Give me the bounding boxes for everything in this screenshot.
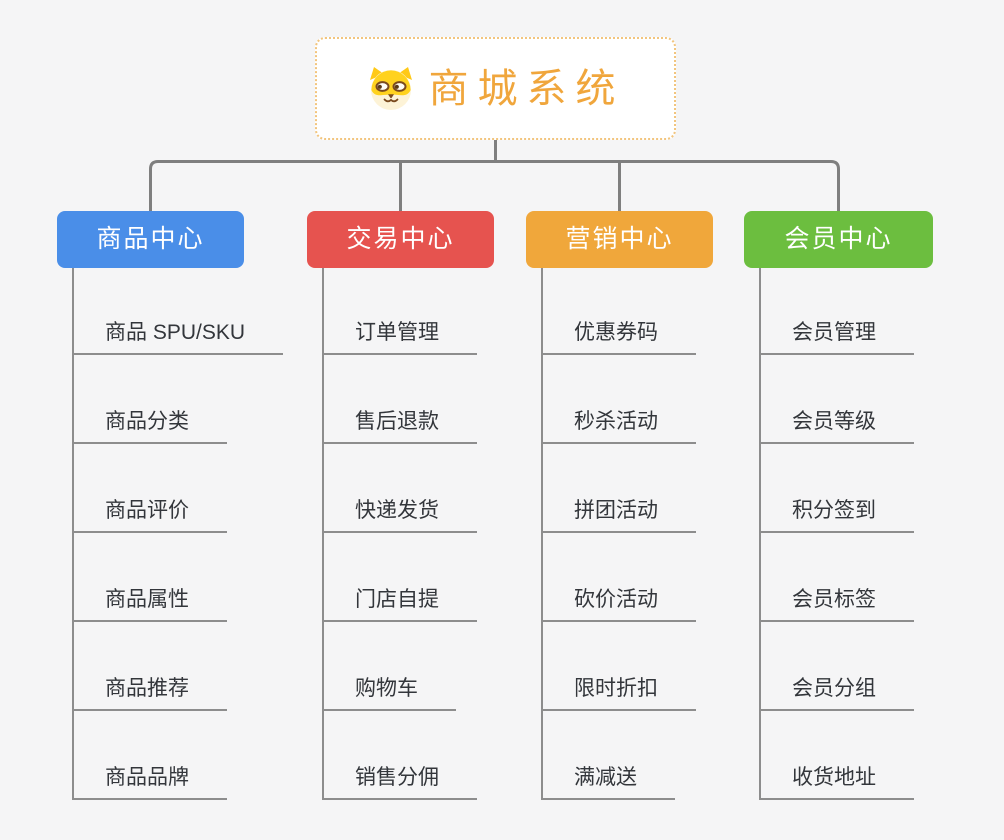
branch-header[interactable]: 会员中心 [744,211,933,268]
leaf-label[interactable]: 拼团活动 [543,498,696,533]
branch-product-center: 商品中心 商品 SPU/SKU 商品分类 商品评价 商品属性 商品推荐 商品品牌 [57,211,284,800]
leaf-label[interactable]: 会员管理 [761,320,914,355]
leaf-label[interactable]: 积分签到 [761,498,914,533]
branch-items: 商品 SPU/SKU 商品分类 商品评价 商品属性 商品推荐 商品品牌 [72,268,284,800]
leaf-row: 积分签到 [761,444,933,533]
leaf-row: 会员管理 [761,268,933,355]
leaf-row: 收货地址 [761,711,933,800]
dog-face-icon [367,66,415,111]
branch-header[interactable]: 商品中心 [57,211,244,268]
leaf-row: 限时折扣 [543,622,713,711]
leaf-row: 拼团活动 [543,444,713,533]
leaf-label[interactable]: 优惠券码 [543,320,696,355]
leaf-row: 售后退款 [324,355,494,444]
leaf-label[interactable]: 销售分佣 [324,765,477,800]
leaf-label[interactable]: 商品品牌 [74,765,227,800]
leaf-label[interactable]: 满减送 [543,765,675,800]
leaf-label[interactable]: 会员等级 [761,409,914,444]
leaf-label[interactable]: 订单管理 [324,320,477,355]
leaf-row: 会员标签 [761,533,933,622]
leaf-label[interactable]: 商品分类 [74,409,227,444]
branch-member-center: 会员中心 会员管理 会员等级 积分签到 会员标签 会员分组 收货地址 [744,211,933,800]
leaf-label[interactable]: 商品属性 [74,587,227,622]
leaf-label[interactable]: 快递发货 [324,498,477,533]
branch-marketing-center: 营销中心 优惠券码 秒杀活动 拼团活动 砍价活动 限时折扣 满减送 [526,211,713,800]
leaf-row: 优惠券码 [543,268,713,355]
leaf-row: 会员分组 [761,622,933,711]
leaf-label[interactable]: 会员分组 [761,676,914,711]
root-node[interactable]: 商城系统 [315,37,676,140]
leaf-row: 秒杀活动 [543,355,713,444]
leaf-label[interactable]: 售后退款 [324,409,477,444]
leaf-row: 商品属性 [74,533,244,622]
leaf-row: 门店自提 [324,533,494,622]
leaf-row: 商品 SPU/SKU [74,268,284,355]
leaf-row: 订单管理 [324,268,494,355]
branch-trade-center: 交易中心 订单管理 售后退款 快递发货 门店自提 购物车 销售分佣 [307,211,494,800]
leaf-label[interactable]: 商品 SPU/SKU [74,320,284,355]
branch-header[interactable]: 交易中心 [307,211,494,268]
branch-items: 优惠券码 秒杀活动 拼团活动 砍价活动 限时折扣 满减送 [541,268,713,800]
leaf-label[interactable]: 收货地址 [761,765,914,800]
leaf-label[interactable]: 会员标签 [761,587,914,622]
leaf-row: 商品评价 [74,444,244,533]
leaf-row: 会员等级 [761,355,933,444]
connector-group [149,136,840,212]
leaf-row: 商品分类 [74,355,244,444]
root-title: 商城系统 [428,66,625,111]
leaf-row: 商品推荐 [74,622,244,711]
leaf-row: 砍价活动 [543,533,713,622]
leaf-label[interactable]: 商品评价 [74,498,227,533]
branch-items: 会员管理 会员等级 积分签到 会员标签 会员分组 收货地址 [759,268,933,800]
leaf-label[interactable]: 商品推荐 [74,676,227,711]
leaf-label[interactable]: 砍价活动 [543,587,696,622]
leaf-row: 满减送 [543,711,713,800]
branch-items: 订单管理 售后退款 快递发货 门店自提 购物车 销售分佣 [322,268,494,800]
leaf-label[interactable]: 限时折扣 [543,676,696,711]
leaf-row: 商品品牌 [74,711,244,800]
leaf-label[interactable]: 秒杀活动 [543,409,696,444]
leaf-label[interactable]: 购物车 [324,676,456,711]
leaf-row: 购物车 [324,622,494,711]
leaf-row: 快递发货 [324,444,494,533]
branch-bus-line [149,160,840,212]
branch-header[interactable]: 营销中心 [526,211,713,268]
leaf-label[interactable]: 门店自提 [324,587,477,622]
leaf-row: 销售分佣 [324,711,494,800]
